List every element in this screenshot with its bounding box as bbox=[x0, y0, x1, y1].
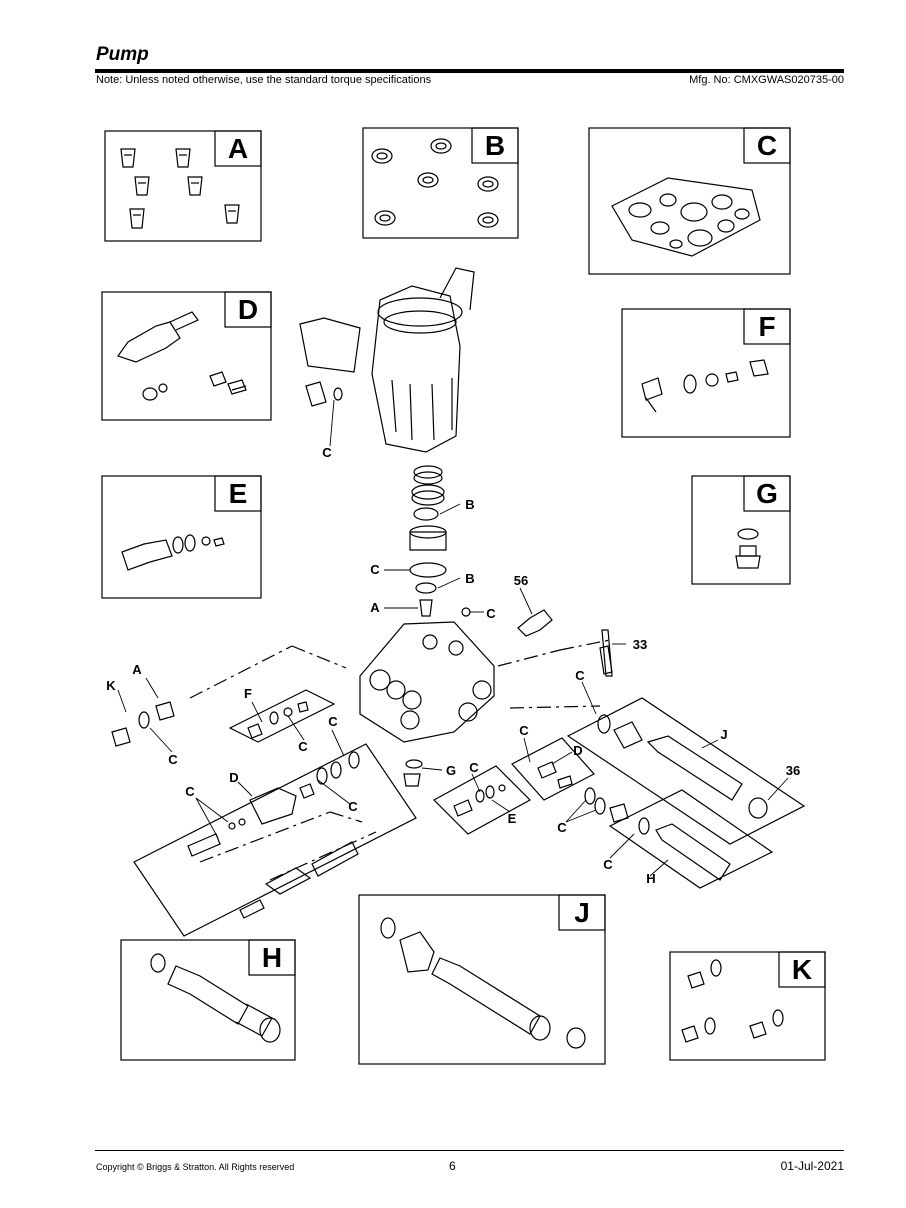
kit-label-d: D bbox=[238, 294, 258, 325]
callout-a-left: A bbox=[132, 662, 142, 677]
pump-manifold-icon bbox=[359, 621, 613, 743]
injector-valve-icon bbox=[121, 534, 225, 571]
callout-d-left: D bbox=[229, 770, 238, 785]
kit-box-d bbox=[101, 291, 272, 421]
callout-c-mid: C bbox=[370, 562, 380, 577]
seal-ring-icon bbox=[371, 138, 499, 228]
page-number: 6 bbox=[449, 1159, 456, 1173]
kit-box-e bbox=[101, 475, 262, 599]
kit-box-c bbox=[588, 127, 791, 275]
kit-box-j bbox=[358, 894, 606, 1065]
drain-plug-icon bbox=[735, 528, 761, 569]
callout-c-f-right: C bbox=[328, 714, 338, 729]
center-seal-stack-icon bbox=[409, 465, 553, 637]
footer-date: 01-Jul-2021 bbox=[780, 1159, 844, 1173]
callout-33: 33 bbox=[633, 637, 647, 652]
kit-label-f: F bbox=[758, 311, 775, 342]
header-rule bbox=[95, 69, 844, 73]
callout-c-h: C bbox=[603, 857, 613, 872]
callout-c-d-right: C bbox=[348, 799, 358, 814]
kit-label-g: G bbox=[756, 478, 778, 509]
kit-label-c: C bbox=[757, 130, 777, 161]
copyright-text: Copyright © Briggs & Stratton. All Right… bbox=[96, 1162, 295, 1172]
kit-label-j: J bbox=[574, 897, 590, 928]
kit-box-f bbox=[621, 308, 791, 438]
kit-label-e: E bbox=[229, 478, 248, 509]
unloader-valve-icon bbox=[117, 311, 247, 401]
plug-kit-icon bbox=[681, 959, 784, 1043]
kit-label-k: K bbox=[792, 954, 812, 985]
callout-c-d2: C bbox=[519, 723, 529, 738]
torque-note: Note: Unless noted otherwise, use the st… bbox=[96, 74, 432, 86]
footer-rule bbox=[95, 1150, 844, 1151]
callout-a-inlet: A bbox=[370, 600, 380, 615]
callout-b-upper: B bbox=[465, 497, 474, 512]
callout-d-right: D bbox=[573, 743, 582, 758]
callout-c-oring: C bbox=[557, 820, 567, 835]
parts-panel-e bbox=[433, 765, 531, 835]
kit-box-k bbox=[669, 951, 826, 1061]
kit-label-a: A bbox=[228, 133, 248, 164]
kit-label-b: B bbox=[485, 130, 505, 161]
kit-box-a bbox=[104, 130, 262, 242]
leader-lines bbox=[117, 399, 789, 877]
callout-c-j-top: C bbox=[575, 668, 585, 683]
pump-housing-icon bbox=[299, 267, 475, 453]
page-title: Pump bbox=[96, 44, 149, 65]
callout-c-f-left: C bbox=[298, 739, 308, 754]
kit-box-h bbox=[120, 939, 296, 1061]
callout-c-ball: C bbox=[486, 606, 496, 621]
callout-g-plug: G bbox=[446, 763, 456, 778]
parts-panel-f bbox=[228, 689, 336, 743]
drain-plug-callout-icon bbox=[403, 759, 423, 787]
parts-panel-d2 bbox=[511, 737, 595, 801]
callout-c-d-left: C bbox=[185, 784, 195, 799]
callout-36: 36 bbox=[786, 763, 800, 778]
callout-j-right: J bbox=[720, 727, 727, 742]
bypass-tube-icon bbox=[150, 953, 281, 1043]
callout-f-left: F bbox=[244, 686, 252, 701]
o-ring-sheet-icon bbox=[611, 177, 761, 257]
assembly-guide-lines bbox=[189, 639, 611, 881]
callout-k-left: K bbox=[106, 678, 116, 693]
left-plug-group-icon bbox=[111, 701, 175, 747]
callout-c-manifold: C bbox=[322, 445, 332, 460]
kit-box-g bbox=[691, 475, 791, 585]
callout-c-left: C bbox=[168, 752, 178, 767]
kit-box-b bbox=[362, 127, 519, 239]
callout-h-right: H bbox=[646, 871, 655, 886]
inlet-valve-icon bbox=[120, 148, 240, 229]
callout-b-lower: B bbox=[465, 571, 474, 586]
callout-c-e: C bbox=[469, 760, 479, 775]
parts-panel-d bbox=[133, 743, 417, 937]
kit-label-h: H bbox=[262, 942, 282, 973]
bolt-icon bbox=[601, 629, 613, 677]
parts-panel-h bbox=[584, 787, 774, 889]
callout-e-valve: E bbox=[508, 811, 517, 826]
callout-56: 56 bbox=[514, 573, 528, 588]
outlet-tube-icon bbox=[380, 917, 586, 1049]
check-valve-icon bbox=[641, 359, 769, 413]
mfg-number: Mfg. No: CMXGWAS020735-00 bbox=[689, 74, 844, 86]
parts-panel-j bbox=[566, 697, 806, 845]
